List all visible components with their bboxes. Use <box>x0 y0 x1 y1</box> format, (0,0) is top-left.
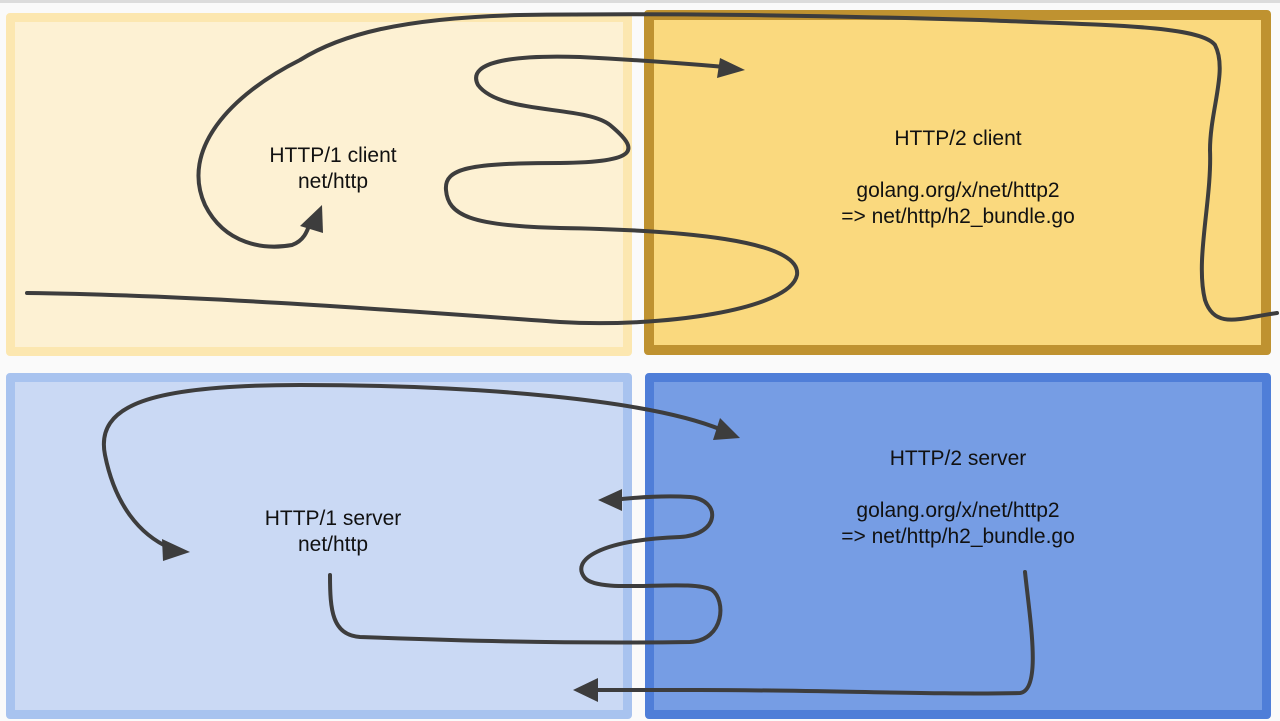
http2-server-bundle: => net/http/h2_bundle.go <box>841 525 1075 548</box>
http1-server-title: HTTP/1 server <box>264 507 402 530</box>
http1-server-label: HTTP/1 server net/http <box>208 506 458 558</box>
http2-server-title: HTTP/2 server <box>889 447 1027 470</box>
http2-server-package: golang.org/x/net/http2 <box>856 499 1060 522</box>
http2-client-bundle: => net/http/h2_bundle.go <box>841 205 1075 228</box>
http1-client-label: HTTP/1 client net/http <box>218 143 448 195</box>
http1-client-title: HTTP/1 client <box>269 144 397 167</box>
http2-client-package: golang.org/x/net/http2 <box>856 179 1060 202</box>
http2-client-title: HTTP/2 client <box>894 127 1022 150</box>
http1-server-package: net/http <box>297 533 369 556</box>
top-divider <box>0 0 1280 3</box>
http1-client-package: net/http <box>297 170 369 193</box>
http2-client-label: HTTP/2 client golang.org/x/net/http2 => … <box>808 126 1108 230</box>
http2-server-label: HTTP/2 server golang.org/x/net/http2 => … <box>808 446 1108 550</box>
